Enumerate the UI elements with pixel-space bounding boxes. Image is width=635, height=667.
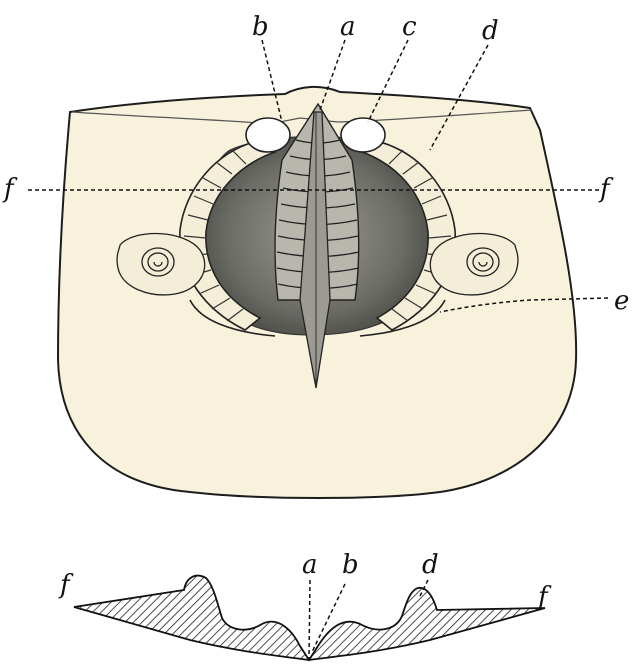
section-label-f-right: f	[538, 584, 548, 610]
knob-b	[246, 118, 290, 152]
label-a: a	[340, 14, 356, 40]
left-spiral	[117, 234, 205, 295]
top-view	[28, 40, 608, 498]
knob-c	[341, 118, 385, 152]
label-f-right: f	[600, 176, 610, 202]
label-d: d	[482, 18, 499, 44]
label-e: e	[614, 288, 629, 314]
section-label-a: a	[302, 552, 318, 578]
right-spiral	[430, 234, 518, 295]
section-label-d: d	[422, 552, 439, 578]
label-b: b	[252, 14, 269, 40]
section-label-f-left: f	[60, 572, 70, 598]
label-f-left: f	[4, 176, 14, 202]
cross-section	[74, 576, 545, 660]
section-label-b: b	[342, 552, 359, 578]
label-c: c	[402, 14, 417, 40]
